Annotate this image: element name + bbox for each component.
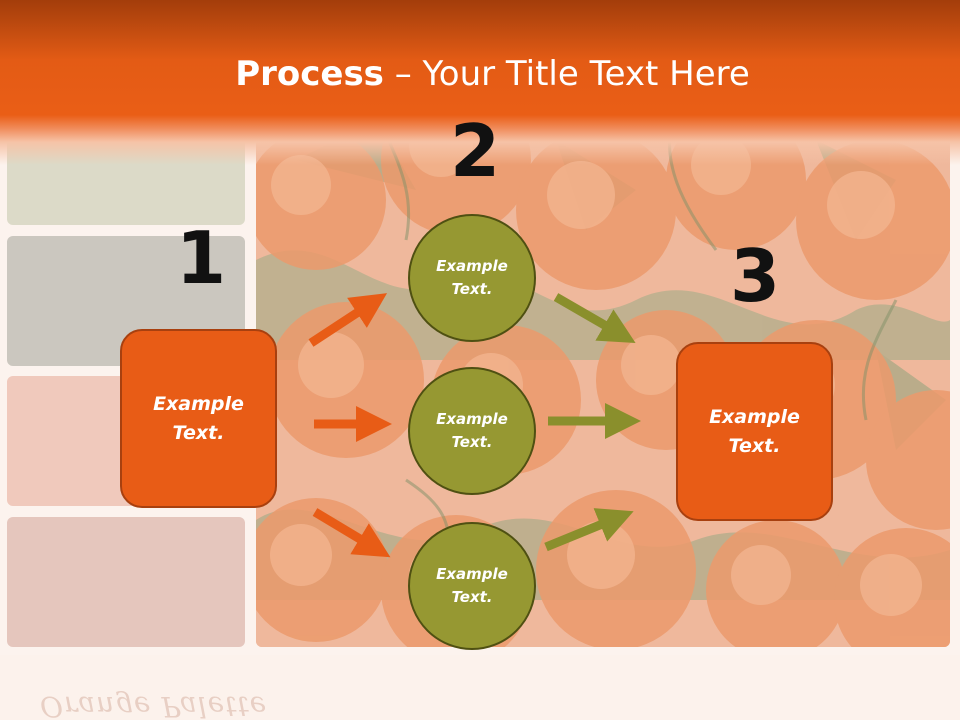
- circle-top-label: Example Text.: [436, 257, 508, 298]
- end-box: Example Text.: [676, 342, 833, 521]
- arrow-top-to-right: [553, 293, 636, 344]
- footer-band: [0, 655, 960, 720]
- title-rest: – Your Title Text Here: [383, 54, 750, 94]
- start-box: Example Text.: [120, 329, 277, 508]
- step-number-2: 2: [450, 109, 501, 193]
- arrow-left-to-bottom: [312, 508, 391, 558]
- circle-middle: Example Text.: [408, 367, 536, 495]
- arrow-bottom-to-right: [544, 508, 634, 552]
- step-number-1: 1: [176, 216, 227, 300]
- start-box-label: Example Text.: [153, 392, 244, 444]
- header-band: [0, 0, 960, 165]
- title-bold: Process: [235, 54, 384, 94]
- slide-title: Process – Your Title Text Here: [0, 52, 960, 96]
- circle-bottom-label: Example Text.: [436, 565, 508, 606]
- end-box-label: Example Text.: [709, 405, 800, 457]
- circle-top: Example Text.: [408, 214, 536, 342]
- side-panel-4: [7, 517, 245, 647]
- circle-middle-label: Example Text.: [436, 410, 508, 451]
- step-number-3: 3: [730, 234, 781, 318]
- arrow-left-to-top: [308, 293, 388, 347]
- circle-bottom: Example Text.: [408, 522, 536, 650]
